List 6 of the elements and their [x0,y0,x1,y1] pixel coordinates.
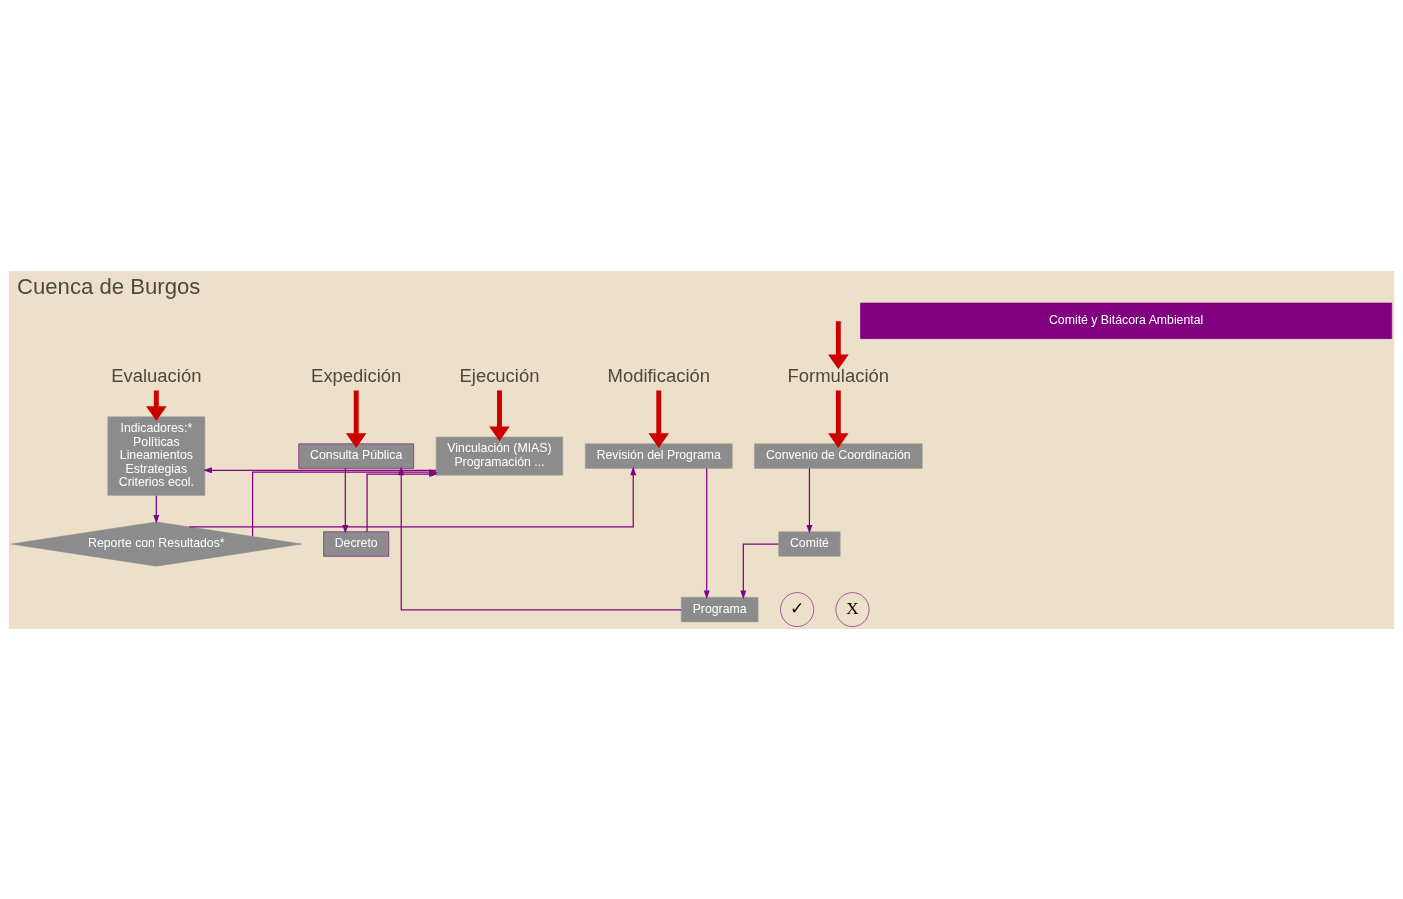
node-text: Modificación [607,364,710,386]
node-text: Formulación [787,364,890,386]
diagram-title: Cuenca de Burgos [17,273,201,299]
node-text: Ejecución [459,364,540,386]
node-text: Evaluación [111,364,202,386]
node-text: Expedición [311,364,402,386]
